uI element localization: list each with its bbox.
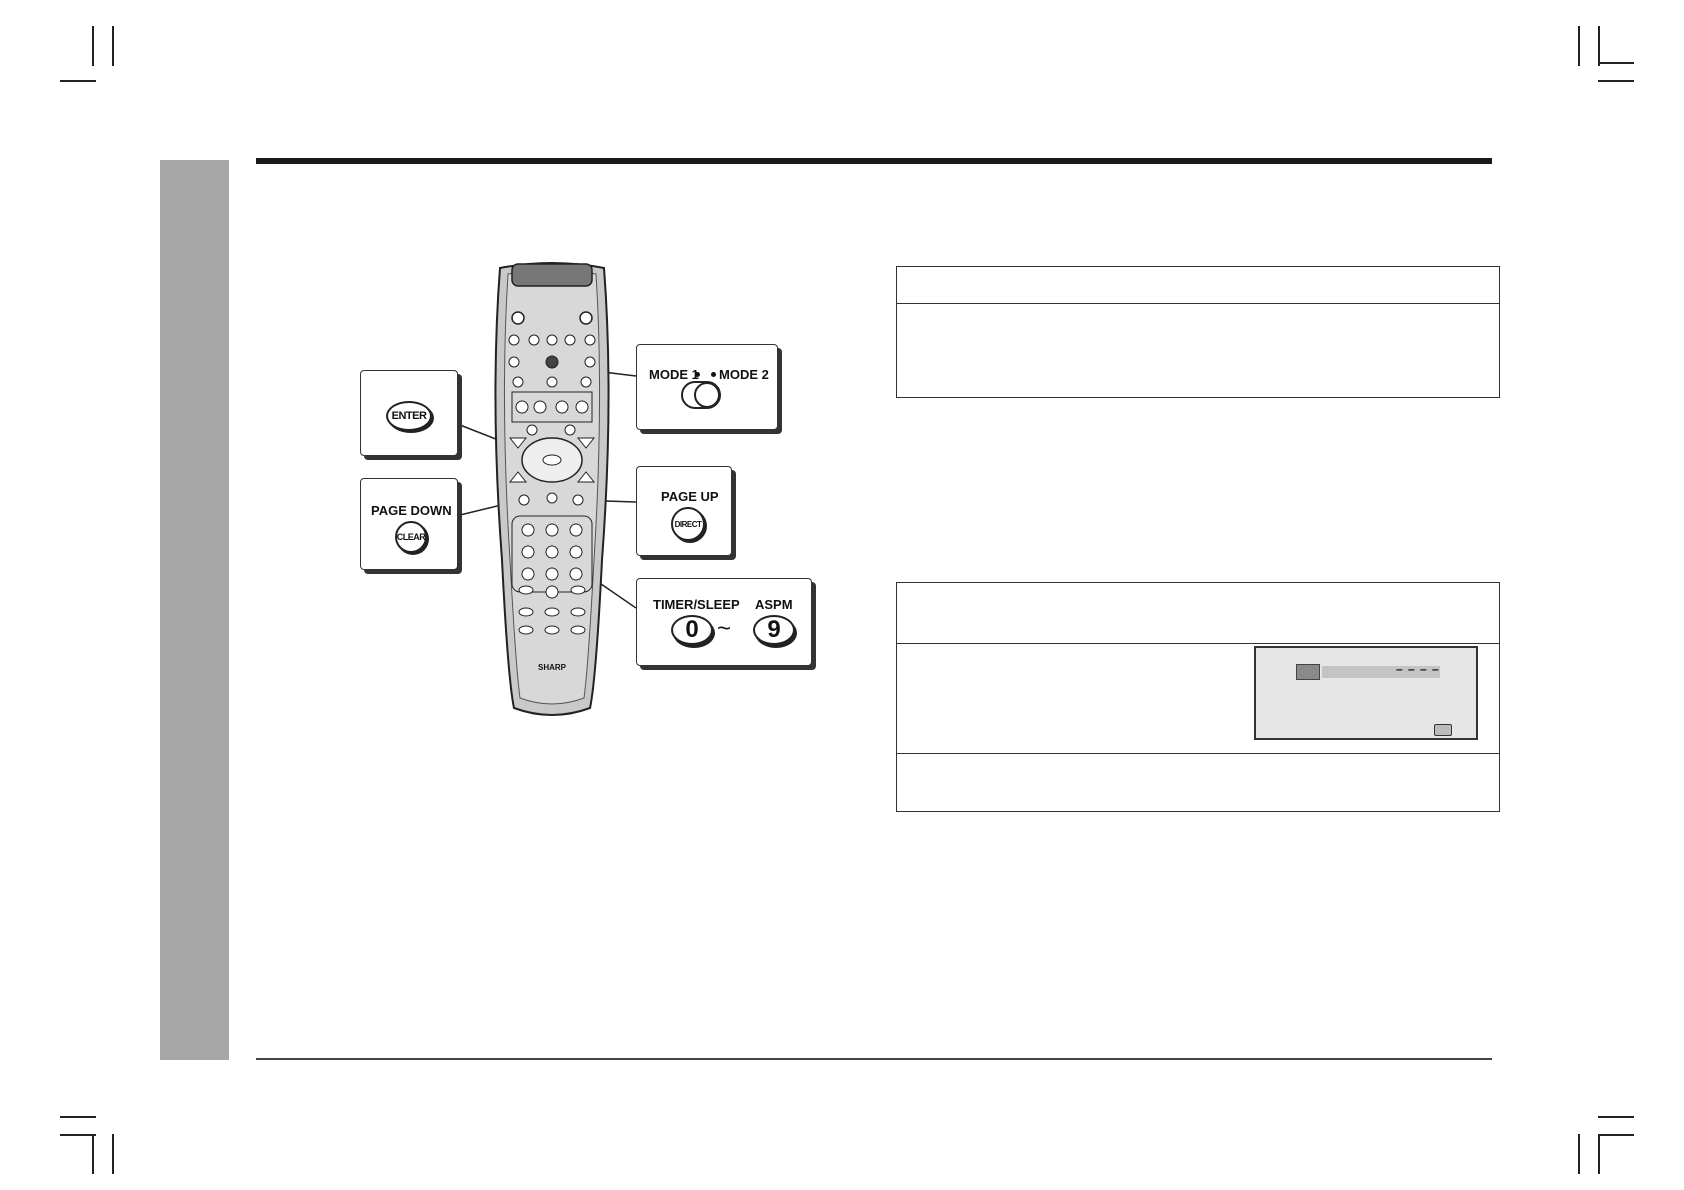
crop-mark	[1598, 62, 1634, 64]
table-divider	[897, 753, 1499, 754]
crop-mark	[1578, 26, 1580, 66]
crop-mark	[1598, 1116, 1634, 1118]
aspm-label: ASPM	[755, 597, 793, 612]
footer-rule	[256, 1058, 1492, 1060]
zero-key-graphic: 0	[671, 615, 713, 645]
direct-button-graphic: DIRECT	[671, 507, 705, 541]
enter-button-graphic: ENTER	[386, 401, 432, 431]
crop-mark	[60, 1134, 96, 1136]
crop-mark	[92, 1134, 94, 1174]
crop-mark	[1578, 1134, 1580, 1174]
clear-button-graphic: CLEAR	[395, 521, 427, 553]
disc-icon	[1296, 664, 1320, 680]
header-rule	[256, 158, 1492, 164]
crop-mark	[1598, 26, 1600, 66]
remote-brand-logo: SHARP	[538, 663, 567, 672]
info-table-top	[896, 266, 1500, 398]
mode2-dot	[711, 372, 716, 377]
number-keys-callout: TIMER/SLEEP ASPM 0 ~ 9	[636, 578, 812, 666]
crop-mark	[60, 1116, 96, 1118]
crop-mark	[112, 1134, 114, 1174]
page-down-callout: PAGE DOWN CLEAR	[360, 478, 458, 570]
crop-mark	[1598, 1134, 1600, 1174]
crop-mark	[60, 80, 96, 82]
range-tilde: ~	[717, 615, 732, 642]
mode1-dot	[695, 372, 700, 377]
osd-input-bar	[1322, 666, 1440, 678]
table-divider	[897, 643, 1499, 644]
crop-mark	[1598, 1134, 1634, 1136]
mode-switch-callout: MODE 1 MODE 2	[636, 344, 778, 430]
page-up-label: PAGE UP	[661, 489, 719, 504]
remote-control-illustration: SHARP	[494, 262, 610, 716]
mode1-label: MODE 1	[649, 367, 699, 382]
mode2-label: MODE 2	[719, 367, 769, 382]
mode-switch-graphic	[681, 381, 721, 409]
nine-key-graphic: 9	[753, 615, 795, 645]
timer-sleep-label: TIMER/SLEEP	[653, 597, 740, 612]
table-divider	[897, 303, 1499, 304]
return-icon	[1434, 724, 1452, 736]
page-up-callout: PAGE UP DIRECT	[636, 466, 732, 556]
osd-input-dashes: – – – –	[1396, 662, 1440, 676]
crop-mark	[92, 26, 94, 66]
section-sidebar-tab	[160, 160, 229, 1060]
crop-mark	[1598, 80, 1634, 82]
on-screen-display-thumbnail: – – – –	[1254, 646, 1478, 740]
crop-mark	[112, 26, 114, 66]
enter-callout: ENTER	[360, 370, 458, 456]
page-down-label: PAGE DOWN	[371, 503, 452, 518]
